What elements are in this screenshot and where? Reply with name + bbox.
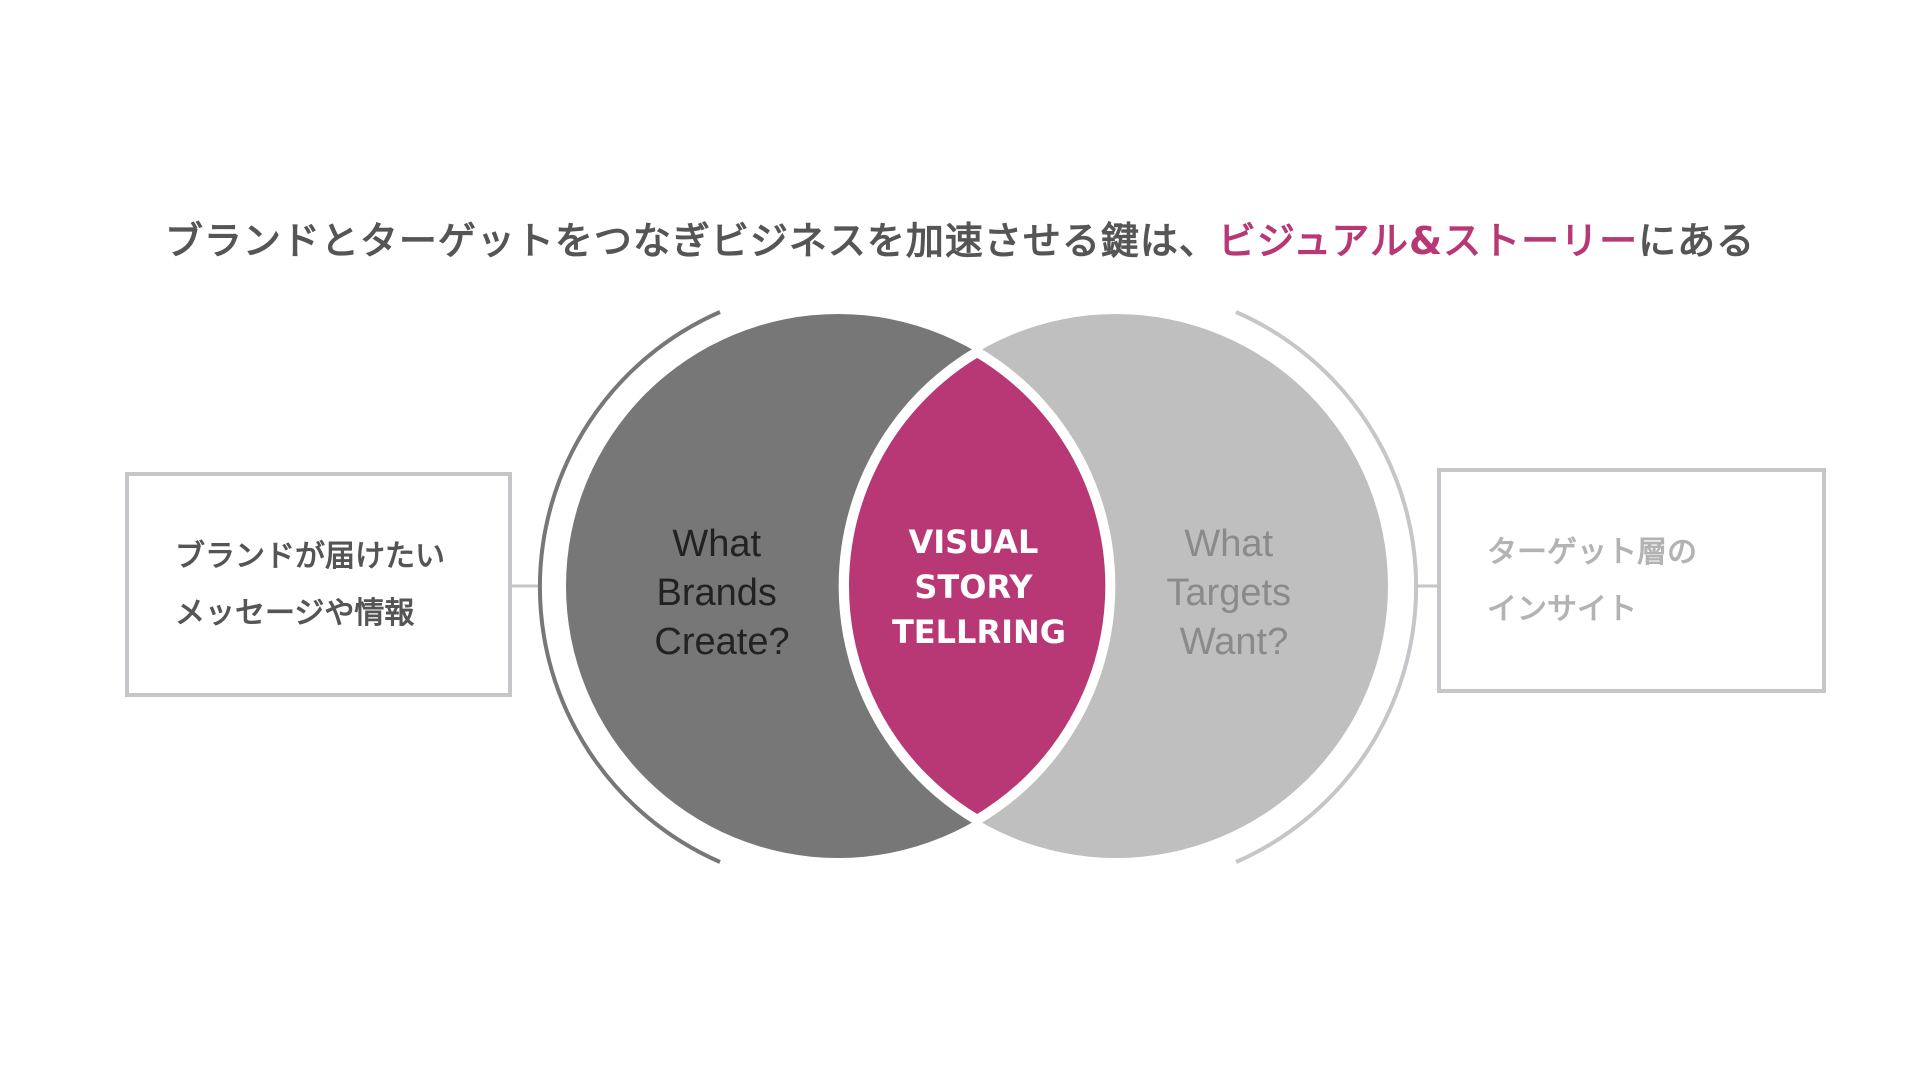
headline-accent: ビジュアル&ストーリー (1217, 219, 1639, 263)
center-lens-line1: VISUAL (908, 523, 1038, 561)
right-circle-line2: Targets (1166, 572, 1291, 614)
target-insight-line2: インサイト (1487, 591, 1637, 627)
left-circle-line3: Create? (654, 621, 789, 663)
center-lens-outline (838, 346, 1116, 826)
center-lens-text: VISUAL STORY TELLRING (892, 523, 1066, 651)
brand-message-line1: ブランドが届けたい (175, 538, 445, 574)
left-bracket-arc (537, 310, 721, 864)
right-circle-line1: What (1184, 523, 1273, 565)
left-circle-line2: Brands (657, 572, 777, 614)
left-circle-line1: What (672, 523, 761, 565)
headline: ブランドとターゲットをつなぎビジネスを加速させる鍵は、ビジュアル&ストーリーにあ… (0, 210, 1920, 265)
target-insight-box: ターゲット層の インサイト (1437, 468, 1826, 693)
headline-main: ブランドとターゲットをつなぎビジネスを加速させる鍵は、 (164, 219, 1218, 263)
left-circle-text: What Brands Create? (654, 523, 789, 663)
brand-message-box: ブランドが届けたい メッセージや情報 (125, 472, 512, 697)
center-lens-line3: TELLRING (892, 613, 1066, 651)
headline-tail: にある (1638, 219, 1756, 263)
right-bracket-arc (1235, 310, 1419, 864)
center-lens-line2: STORY (914, 568, 1033, 606)
brand-message-line2: メッセージや情報 (175, 595, 415, 631)
target-insight-line1: ターゲット層の (1487, 534, 1697, 570)
right-circle-text: What Targets Want? (1166, 523, 1301, 663)
right-circle-line3: Want? (1180, 621, 1288, 663)
